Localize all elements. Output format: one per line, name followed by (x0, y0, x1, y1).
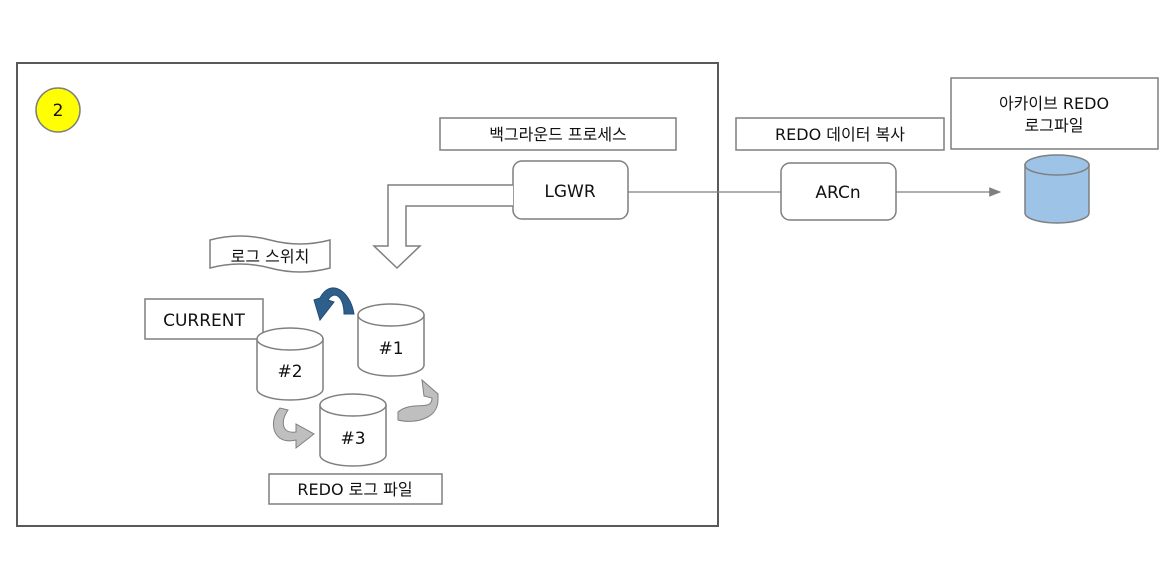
redo-log-group-1: #1 (357, 303, 425, 377)
log-switch-arrow (313, 287, 355, 322)
lgwr-process: LGWR (512, 160, 629, 220)
redo-copy-label: REDO 데이터 복사 (735, 117, 945, 151)
current-label: CURRENT (144, 298, 264, 340)
cycle-arrow-3-to-1 (397, 378, 439, 422)
arcn-process: ARCn (780, 162, 897, 221)
svg-text:아카이브 REDO: 아카이브 REDO (999, 94, 1109, 113)
svg-text:백그라운드 프로세스: 백그라운드 프로세스 (489, 125, 627, 144)
lgwr-write-arrow (372, 184, 513, 270)
svg-text:ARCn: ARCn (815, 183, 860, 203)
cycle-arrow-2-to-3 (272, 407, 315, 450)
svg-text:CURRENT: CURRENT (163, 311, 245, 331)
svg-text:#1: #1 (378, 339, 403, 359)
background-process-label: 백그라운드 프로세스 (439, 117, 677, 151)
redo-log-group-3: #3 (319, 393, 387, 467)
redo-log-files-caption: REDO 로그 파일 (268, 473, 443, 505)
log-switch-label: 로그 스위치 (209, 235, 331, 273)
svg-text:로그 스위치: 로그 스위치 (231, 247, 310, 266)
archive-redo-label: 아카이브 REDO 로그파일 (950, 77, 1159, 150)
svg-text:#2: #2 (277, 362, 302, 382)
redo-log-group-2: #2 (256, 327, 324, 401)
svg-text:#3: #3 (340, 429, 365, 449)
archive-db-icon (1024, 154, 1090, 224)
svg-text:REDO 로그 파일: REDO 로그 파일 (297, 480, 412, 499)
step-badge: 2 (35, 87, 81, 133)
svg-text:LGWR: LGWR (544, 182, 595, 202)
svg-text:2: 2 (53, 101, 64, 121)
svg-text:REDO 데이터 복사: REDO 데이터 복사 (775, 125, 905, 144)
svg-text:로그파일: 로그파일 (1025, 116, 1084, 135)
